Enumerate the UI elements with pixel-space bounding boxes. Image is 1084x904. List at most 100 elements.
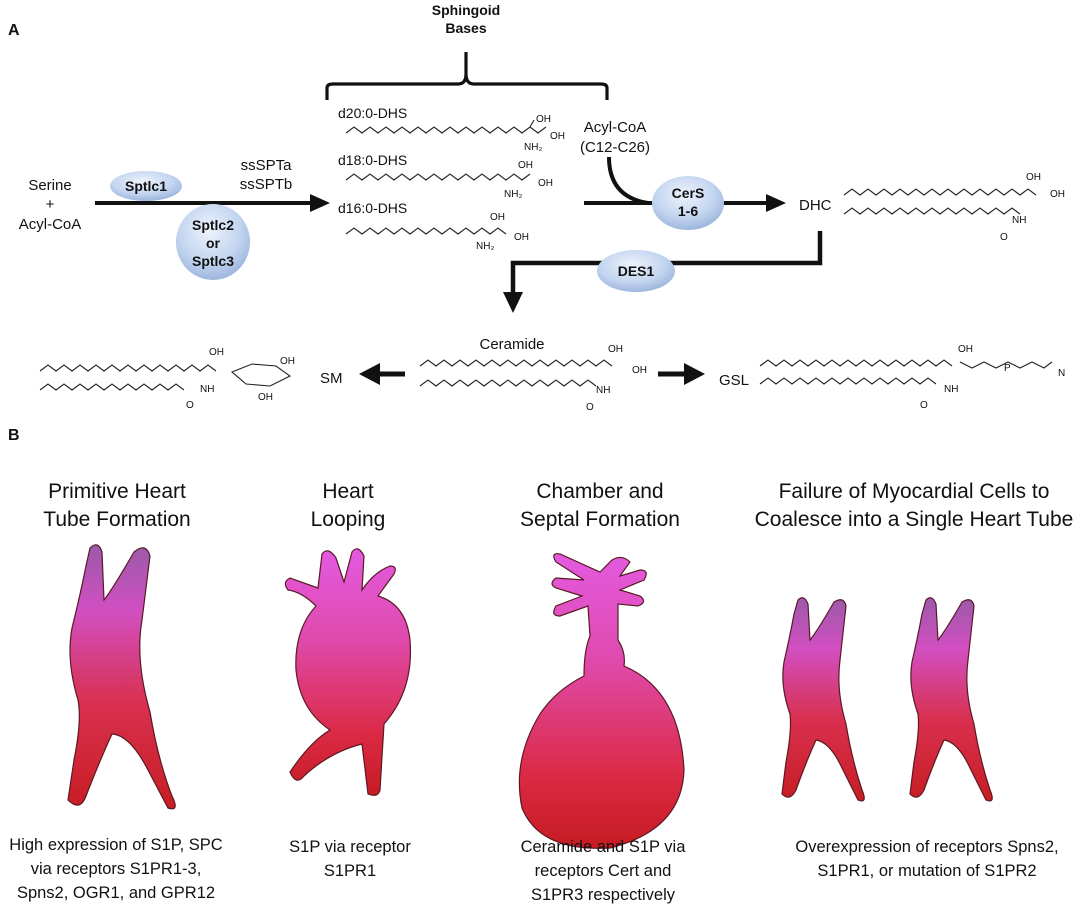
- sm-arrow-head: [359, 363, 380, 385]
- stage3-caption-line3: S1PR3 respectively: [531, 886, 676, 904]
- chain-d18: [345, 173, 531, 181]
- ceramide-label: Ceramide: [479, 336, 544, 353]
- sptlc2-label: Sptlc2: [192, 217, 234, 233]
- stage1-caption-line1: High expression of S1P, SPC: [9, 836, 222, 854]
- ceramide-nh: NH: [596, 385, 610, 396]
- cers-label: CerS: [672, 185, 705, 201]
- panel-a-label: A: [8, 22, 20, 39]
- ceramide-chain-2: [419, 379, 597, 387]
- acyl-coa-range: (C12-C26): [580, 139, 650, 156]
- dhc-chain-2: [843, 207, 1021, 215]
- stage1-title-line2: Tube Formation: [43, 508, 190, 531]
- sphingoid-title-line1: Sphingoid: [432, 2, 500, 18]
- d16-oh2: OH: [514, 232, 529, 243]
- stage4-title-line2: Coalesce into a Single Heart Tube: [755, 508, 1074, 531]
- sm-oh3: OH: [258, 392, 273, 403]
- sm-chain-1: [39, 364, 217, 372]
- stage3-title-line2: Septal Formation: [520, 508, 680, 531]
- stage2-caption-line2: S1PR1: [324, 862, 376, 880]
- gsl-chain-1: [759, 359, 953, 367]
- gsl-p: P: [1004, 363, 1011, 374]
- acyl-coa-substrate: Acyl-CoA: [19, 216, 82, 233]
- sphingoid-title-line2: Bases: [445, 20, 486, 36]
- stage2-title-line1: Heart: [322, 480, 374, 503]
- des1-label: DES1: [618, 263, 655, 279]
- stage2-caption-line1: S1P via receptor: [289, 838, 411, 856]
- acyl-coa-label: Acyl-CoA: [584, 119, 647, 136]
- gsl-oh: OH: [958, 344, 973, 355]
- ssssptb-label: ssSPTb: [240, 176, 293, 193]
- cers-arrow-head: [766, 194, 786, 212]
- d20-oh2: OH: [550, 131, 565, 142]
- stage1-caption-line3: Spns2, OGR1, and GPR12: [17, 884, 215, 902]
- base-d18-label: d18:0-DHS: [338, 152, 407, 168]
- ceramide-o: O: [586, 402, 594, 413]
- gsl-headgroup: [959, 361, 1053, 369]
- des1-enzyme: [597, 250, 675, 292]
- cers-range-label: 1-6: [678, 203, 698, 219]
- sptlc-or-label: or: [206, 235, 221, 251]
- d18-oh: OH: [518, 160, 533, 171]
- stage1-title-line1: Primitive Heart: [48, 480, 186, 503]
- stage4-title-line1: Failure of Myocardial Cells to: [779, 480, 1050, 503]
- des1-arrow-head: [503, 292, 523, 313]
- dhc-label: DHC: [799, 197, 832, 214]
- sssspta-label: ssSPTa: [241, 157, 293, 174]
- stage4-caption-line2: S1PR1, or mutation of S1PR2: [817, 862, 1036, 880]
- stage3-caption-line2: receptors Cert and: [535, 862, 672, 880]
- sptlc2-3-enzyme: [176, 204, 250, 280]
- panel-b-label: B: [8, 427, 20, 444]
- acyl-coa-feed-arrow: [607, 156, 649, 205]
- gsl-nh: NH: [944, 384, 958, 395]
- serine-label: Serine: [28, 177, 71, 194]
- sptlc1-enzyme: [110, 171, 182, 201]
- sm-chain-2: [39, 383, 185, 391]
- gsl-chain-2: [759, 377, 937, 385]
- d18-oh2: OH: [538, 178, 553, 189]
- d18-nh2: NH₂: [504, 189, 522, 200]
- d20-oh: OH: [536, 114, 551, 125]
- sm-oh: OH: [209, 347, 224, 358]
- sphingoid-bracket: [325, 52, 609, 100]
- d20-nh2: NH₂: [524, 142, 542, 153]
- failed-heart-tube-right: [909, 597, 993, 802]
- sm-oh2: OH: [280, 356, 295, 367]
- sm-nh: NH: [200, 384, 214, 395]
- d16-nh2: NH₂: [476, 241, 494, 252]
- sptlc3-label: Sptlc3: [192, 253, 234, 269]
- sm-headgroup-ring: [230, 363, 292, 387]
- stage4-caption-line1: Overexpression of receptors Spns2,: [795, 838, 1058, 856]
- chain-d20: [345, 126, 547, 134]
- gsl-o: O: [920, 400, 928, 411]
- gsl-arrow-head: [684, 363, 705, 385]
- cers-enzyme: [652, 176, 724, 230]
- stage2-title-line2: Looping: [311, 508, 386, 531]
- primitive-heart-tube: [67, 544, 176, 810]
- dhc-oh2: OH: [1050, 189, 1065, 200]
- gsl-label: GSL: [719, 372, 749, 389]
- dhc-o: O: [1000, 232, 1008, 243]
- plus-sign: +: [46, 196, 55, 213]
- ceramide-oh2: OH: [632, 365, 647, 376]
- spt-arrow-head: [310, 194, 330, 212]
- d16-oh: OH: [490, 212, 505, 223]
- sm-o: O: [186, 400, 194, 411]
- base-d20-label: d20:0-DHS: [338, 105, 407, 121]
- stage3-title-line1: Chamber and: [536, 480, 663, 503]
- d20-oh-bond: [529, 119, 535, 128]
- ceramide-chain-1: [419, 359, 613, 367]
- stage1-caption-line2: via receptors S1PR1-3,: [31, 860, 202, 878]
- ceramide-oh: OH: [608, 344, 623, 355]
- dhc-oh: OH: [1026, 172, 1041, 183]
- dhc-nh: NH: [1012, 215, 1026, 226]
- gsl-n: N: [1058, 368, 1065, 379]
- base-d16-label: d16:0-DHS: [338, 200, 407, 216]
- failed-heart-tube-left: [781, 597, 865, 802]
- stage3-caption-line1: Ceramide and S1P via: [521, 838, 687, 856]
- sm-label: SM: [320, 370, 343, 387]
- dhc-chain-1: [843, 188, 1037, 196]
- sptlc1-label: Sptlc1: [125, 178, 167, 194]
- septated-heart: [518, 553, 685, 849]
- chain-d16: [345, 227, 507, 235]
